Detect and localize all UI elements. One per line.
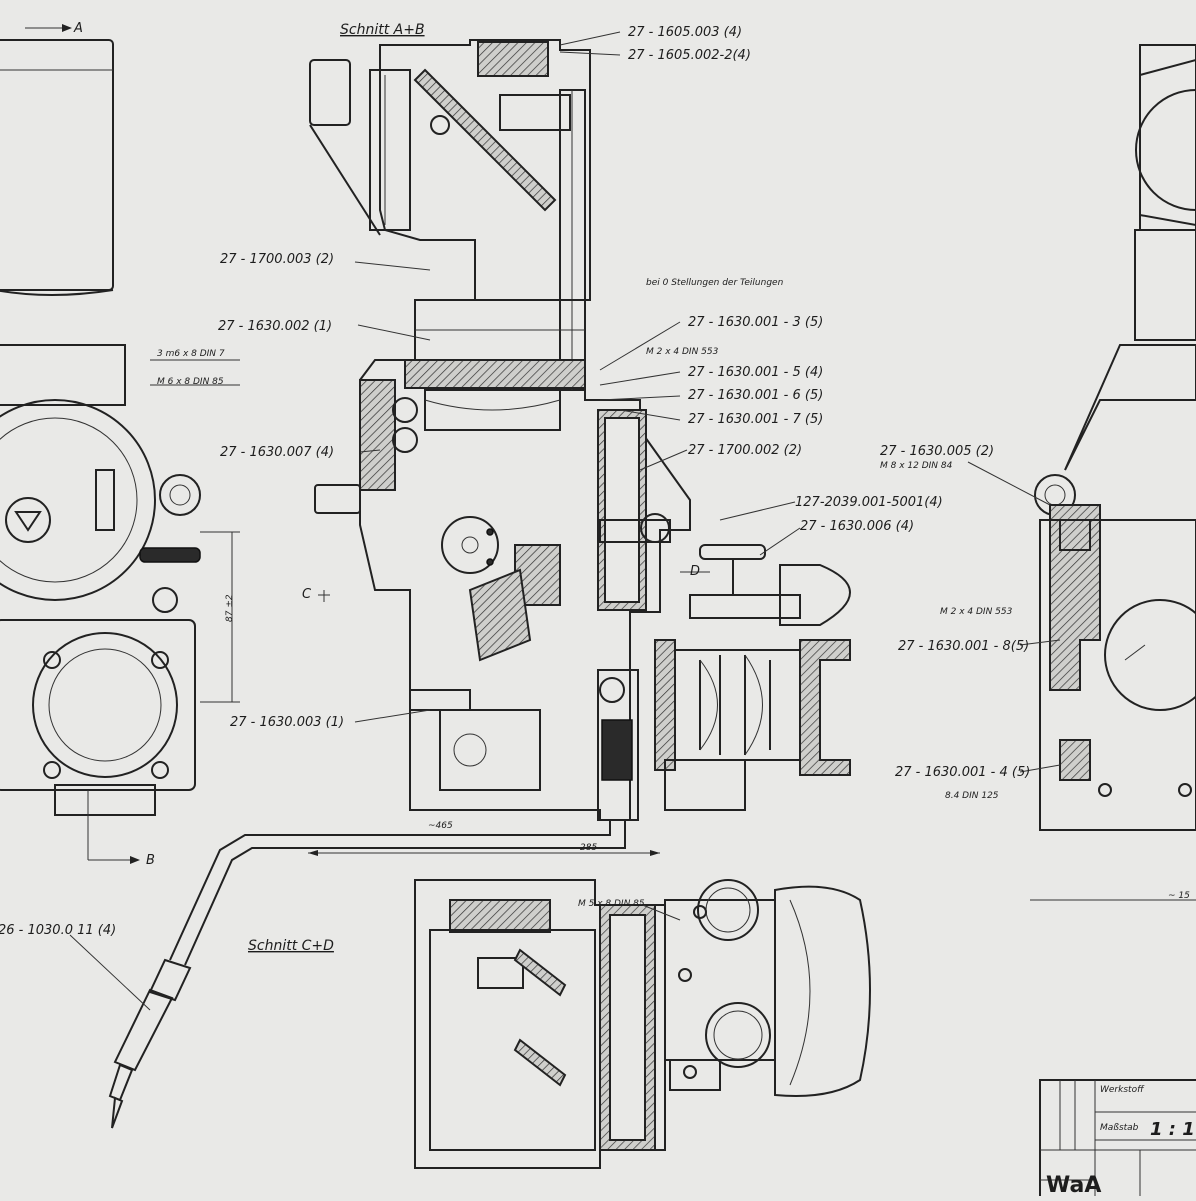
- note-label: M 2 x 4 DIN 553: [940, 607, 1013, 617]
- part-label: 27 - 1605.002-2(4): [628, 48, 751, 63]
- part-label: 27 - 1630.001 - 3 (5): [688, 315, 823, 330]
- left-view: [0, 24, 240, 864]
- marker-a: A: [73, 21, 83, 36]
- right-view: [1030, 44, 1196, 901]
- part-label: 27 - 1700.003 (2): [220, 252, 334, 267]
- dimension-label: 285: [580, 843, 597, 853]
- marker-b: B: [146, 853, 155, 868]
- note-label: M 5 x 8 DIN 85: [578, 899, 645, 909]
- note-teilungen: bei 0 Stellungen der Teilungen: [646, 278, 784, 288]
- section-title-cd: Schnitt C+D: [248, 938, 334, 954]
- part-label: 27 - 1630.005 (2): [880, 444, 994, 459]
- part-label: 27 - 1630.001 - 6 (5): [688, 388, 823, 403]
- part-label: 27 - 1630.001 - 5 (4): [688, 365, 823, 380]
- part-label: 27 - 1630.001 - 4 (5): [895, 765, 1030, 780]
- section-title-ab: Schnitt A+B: [340, 22, 425, 38]
- part-label: 27 - 1630.007 (4): [220, 445, 334, 460]
- leader-lines: [69, 31, 1061, 1011]
- labels: Schnitt A+B Schnitt C+D A B C D 27 - 160…: [0, 21, 1195, 1198]
- note-label: 3 m6 x 8 DIN 7: [157, 349, 225, 359]
- dimension-label: ~ 15: [1168, 891, 1190, 901]
- title-block-scale: 1 : 1: [1150, 1119, 1195, 1140]
- part-label: 26 - 1030.0 11 (4): [0, 923, 116, 938]
- part-label: 27 - 1605.003 (4): [628, 25, 742, 40]
- title-block-massstab: Maßstab: [1100, 1123, 1139, 1133]
- part-label: 27 - 1700.002 (2): [688, 443, 802, 458]
- dimension-label: 87 ±2: [225, 594, 235, 622]
- part-label: 27 - 1630.001 - 7 (5): [688, 412, 823, 427]
- part-label: 27 - 1630.002 (1): [218, 319, 332, 334]
- note-label: M 2 x 4 DIN 553: [646, 347, 719, 357]
- marker-d: D: [690, 564, 700, 579]
- note-label: 8.4 DIN 125: [945, 791, 999, 801]
- note-label: M 6 x 8 DIN 85: [157, 377, 224, 387]
- part-label: 27 - 1630.006 (4): [800, 519, 914, 534]
- section-cd-view: [414, 879, 871, 1169]
- note-label: M 8 x 12 DIN 84: [880, 461, 953, 471]
- part-label: 127-2039.001-5001(4): [795, 495, 943, 510]
- title-block-code: WaA: [1046, 1173, 1101, 1196]
- dimension-label: ~465: [428, 821, 453, 831]
- title-block-werkstoff: Werkstoff: [1100, 1085, 1145, 1095]
- marker-c: C: [302, 587, 312, 602]
- part-label: 27 - 1630.001 - 8(5): [898, 639, 1029, 654]
- section-ab-view: [108, 39, 851, 1129]
- part-label: 27 - 1630.003 (1): [230, 715, 344, 730]
